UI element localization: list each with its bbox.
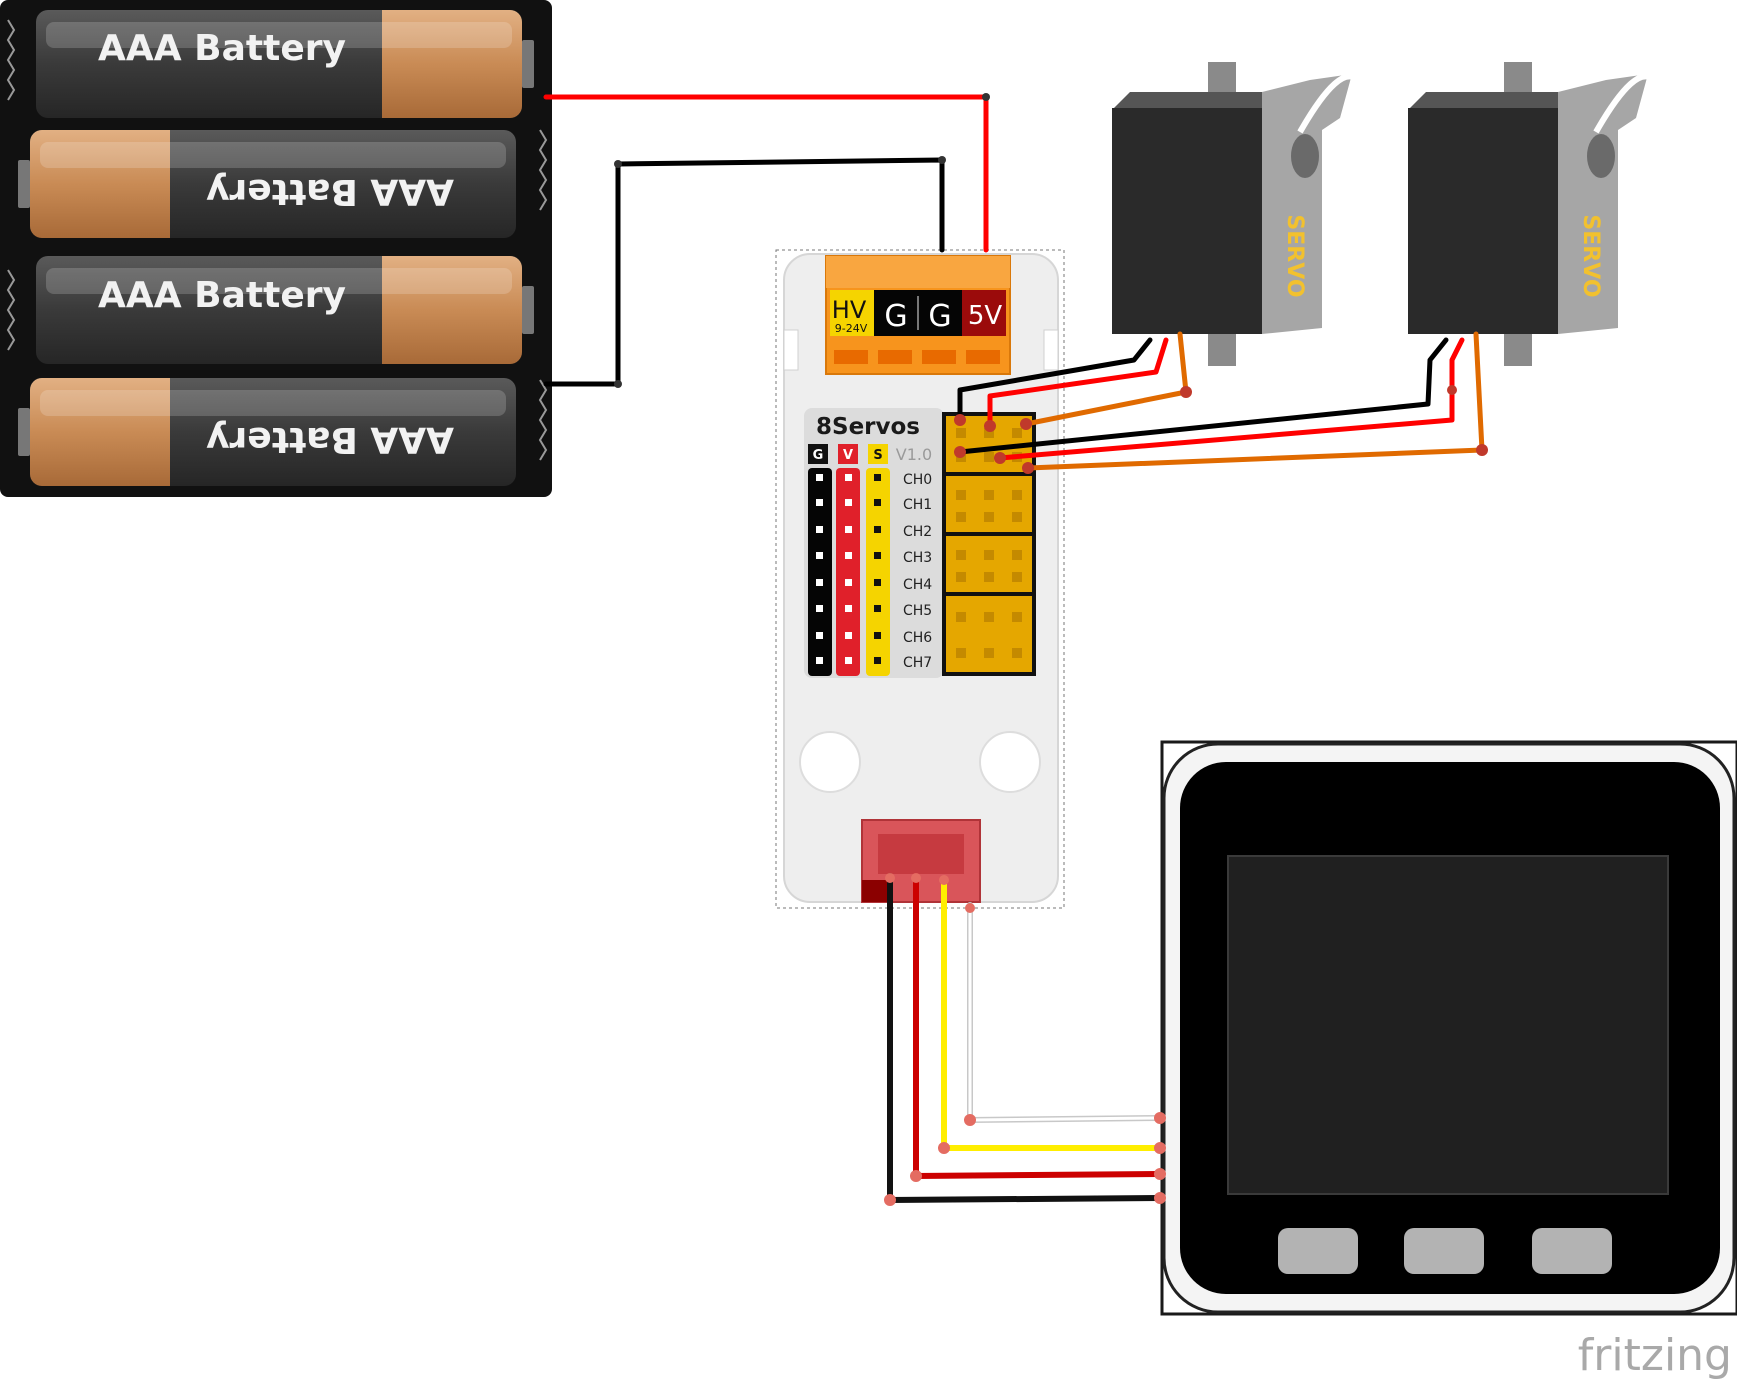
grove-connector[interactable] [861, 819, 981, 903]
battery-cell-3-label: AAA Battery [98, 275, 346, 316]
controller-button-b[interactable] [1404, 1228, 1484, 1274]
channel-label: CH0 [903, 472, 932, 488]
signal-strip [866, 468, 890, 676]
controller-button-a[interactable] [1278, 1228, 1358, 1274]
strip-pins [816, 474, 852, 664]
power-terminal-block: HV 9-24V G G 5V [825, 255, 1011, 375]
channel-label: CH1 [903, 497, 932, 513]
board-version: V1.0 [896, 445, 932, 464]
channel-labels: CH0 CH1 CH2 CH3 CH4 CH5 CH6 CH7 [903, 472, 932, 671]
battery-cell-1: AAA Battery [36, 10, 534, 118]
battery-cell-2-label: AAA Battery [206, 171, 454, 212]
channel-label: CH6 [903, 630, 932, 646]
wire-servo1-power [987, 337, 1169, 429]
servo-1: SERVO [1112, 62, 1363, 366]
wire-battery-positive [543, 94, 989, 253]
servo-2: SERVO [1408, 62, 1659, 366]
channel-label: CH5 [903, 603, 932, 619]
wire-grove-red [913, 873, 1163, 1179]
terminal-g2 [918, 290, 962, 336]
mounting-hole-left [799, 731, 861, 793]
channel-label: CH4 [903, 577, 932, 593]
terminal-g1-label: G [884, 299, 907, 334]
header-g-label: G [813, 448, 824, 463]
board-selection-outline [775, 249, 1065, 909]
battery-cell-3: AAA Battery [36, 256, 534, 364]
channel-label: CH2 [903, 524, 932, 540]
servo-driver-board: HV 9-24V G G 5V 8Servos G V S V1.0 CH0 C… [775, 249, 1065, 909]
terminal-hv [830, 290, 874, 336]
mounting-hole-right [979, 731, 1041, 793]
battery-cell-2: AAA Battery [18, 130, 516, 238]
fritzing-watermark: fritzing [1578, 1330, 1732, 1381]
terminal-5v-label: 5V [968, 301, 1003, 331]
servo-1-label: SERVO [1282, 214, 1307, 297]
battery-cell-4: AAA Battery [18, 378, 516, 486]
header-v-label: V [843, 448, 853, 463]
controller-screen [1227, 855, 1669, 1195]
wires [543, 93, 1488, 1206]
terminal-5v [962, 290, 1006, 336]
controller-button-c[interactable] [1532, 1228, 1612, 1274]
channel-label: CH3 [903, 550, 932, 566]
battery-pack: AAA Battery AAA Battery AAA Battery [0, 0, 552, 497]
battery-cell-1-label: AAA Battery [98, 28, 346, 69]
terminal-g1 [874, 290, 918, 336]
wire-servo2-ground [957, 337, 1449, 455]
wire-servo1-ground [957, 337, 1153, 423]
wire-grove-black [887, 873, 1163, 1203]
servo-pin-header[interactable] [942, 412, 1036, 676]
ground-strip [808, 468, 832, 676]
controller-device [1160, 740, 1737, 1316]
terminal-g2-label: G [928, 299, 951, 334]
channel-label: CH7 [903, 655, 932, 671]
battery-cell-4-label: AAA Battery [206, 419, 454, 460]
servo-2-label: SERVO [1578, 214, 1603, 297]
power-strip [836, 468, 860, 676]
terminal-hv-range: 9-24V [835, 322, 868, 335]
wire-grove-yellow [941, 877, 1163, 1151]
header-s-label: S [873, 448, 882, 463]
terminal-hv-label: HV [832, 296, 867, 324]
board-title: 8Servos [816, 414, 920, 440]
wire-grove-white [967, 902, 1163, 1123]
